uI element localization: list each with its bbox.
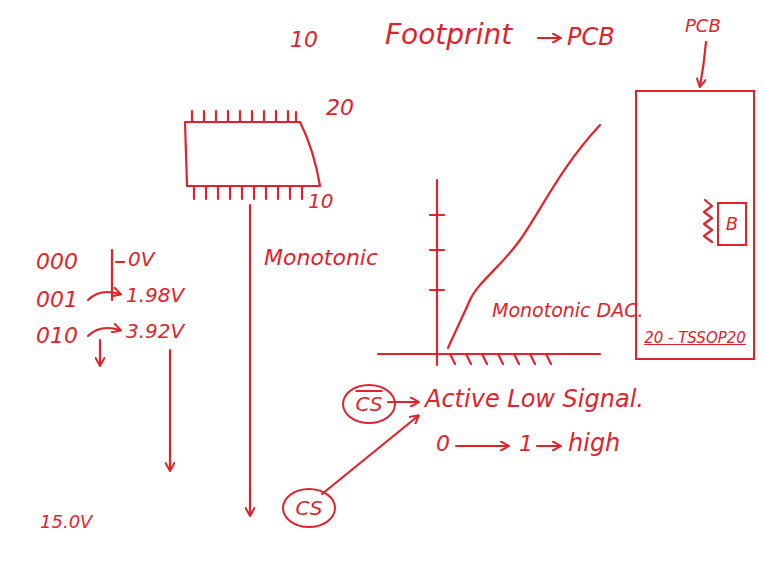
node-text: CS: [355, 393, 382, 415]
node-text: CS: [295, 497, 322, 519]
handwritten-label: 3.92V: [126, 320, 184, 342]
chip-pins: [194, 186, 302, 199]
handwritten-label: 000: [36, 250, 78, 274]
arrow: [169, 350, 171, 470]
handwritten-label: 001: [36, 288, 78, 312]
pcb-board: 20 - TSSOP20 B: [635, 90, 755, 360]
handwritten-label: 1: [519, 432, 533, 456]
axis-ticks: [450, 354, 551, 364]
handwritten-label: 10: [308, 190, 333, 212]
arrow: [88, 292, 120, 300]
handwritten-label: 10: [290, 28, 318, 52]
handwritten-label: 0: [436, 432, 450, 456]
circled-signal: CS: [342, 384, 396, 424]
axis-ticks: [430, 215, 444, 290]
arrow: [700, 42, 706, 86]
component-box: B: [717, 202, 747, 246]
handwritten-label: Active Low Signal.: [425, 386, 644, 412]
handwritten-label: PCB: [567, 24, 615, 50]
arrow: [322, 416, 418, 494]
node-text: B: [726, 214, 738, 234]
arrow: [249, 205, 251, 515]
handwritten-label: high: [568, 430, 620, 456]
arrow: [88, 328, 120, 336]
zigzag-trace: [704, 200, 712, 242]
chip-pins: [192, 111, 296, 122]
handwritten-label: Monotonic DAC.: [492, 300, 644, 321]
handwritten-label: PCB: [685, 16, 721, 36]
handwritten-label: 15.0V: [40, 512, 92, 532]
handwritten-label: 0V: [128, 248, 154, 270]
handwritten-label: Monotonic: [264, 246, 378, 270]
node-text: 20 - TSSOP20: [644, 330, 746, 347]
arrow: [456, 445, 508, 447]
arrow: [388, 401, 418, 403]
arrow: [538, 37, 560, 39]
dash: [116, 261, 124, 263]
chip-outline: [185, 122, 320, 186]
handwritten-label: 20: [326, 96, 354, 120]
circled-signal: CS: [282, 488, 336, 528]
handwritten-label: Footprint: [385, 20, 512, 51]
arrow: [537, 445, 560, 447]
arrow: [99, 340, 101, 365]
y-axis: [436, 180, 438, 365]
handwritten-label: 010: [36, 324, 78, 348]
handwritten-label: 1.98V: [126, 284, 184, 306]
x-axis: [378, 353, 600, 355]
